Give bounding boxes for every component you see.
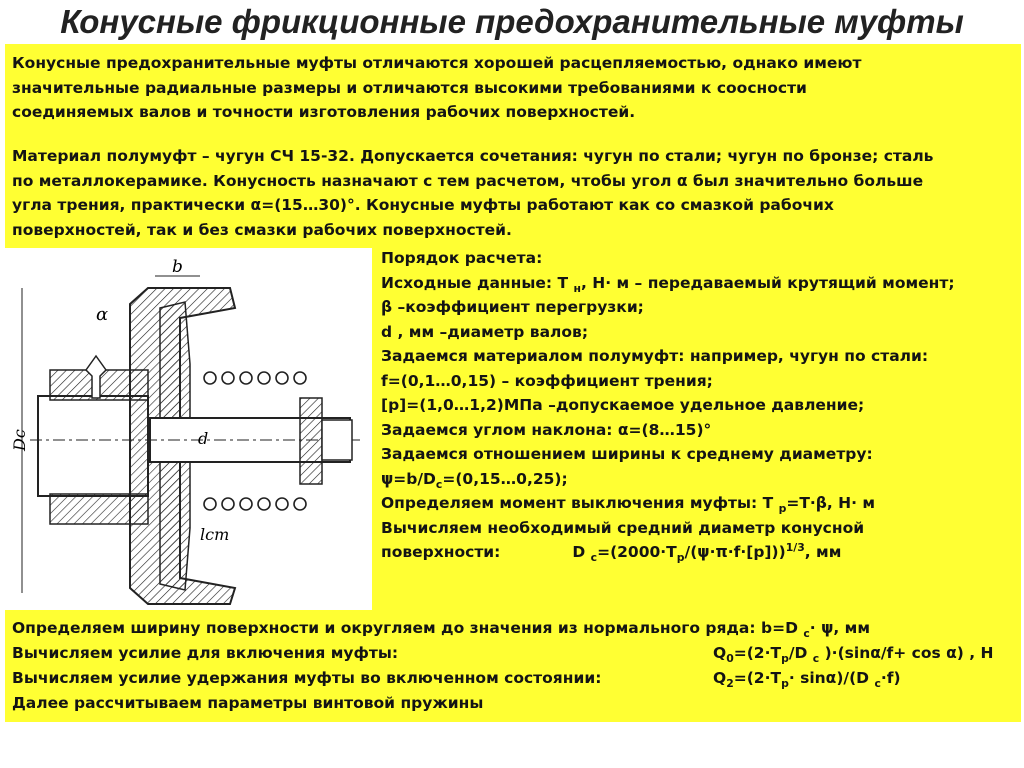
text-line: Определяем момент выключения муфты: Т р=… (381, 494, 876, 516)
grease-nipple (85, 354, 107, 399)
text-line: Исходные данные: Т н, Н· м – передаваемы… (381, 273, 955, 295)
text-line: Конусные предохранительные муфты отличаю… (12, 54, 862, 72)
spring-bottom (203, 497, 307, 511)
text-line: Порядок расчета: (381, 249, 543, 267)
intro-panel (5, 44, 1021, 248)
nut (299, 397, 323, 485)
bottom-line-4: Далее рассчитываем параметры винтовой пр… (12, 694, 484, 712)
text-line: соединяемых валов и точности изготовлени… (12, 103, 636, 121)
text-line: f=(0,1…0,15) – коэффициент трения; (381, 371, 713, 390)
text-line: Задаемся углом наклона: α=(8…15)° (381, 420, 712, 439)
text-line: β –коэффициент перегрузки; (381, 298, 644, 316)
bottom-panel (5, 610, 1021, 722)
bottom-line-2: Вычисляем усилие для включения муфты: (12, 644, 399, 662)
intro-paragraph-2: Материал полумуфт – чугун СЧ 15-32. Допу… (12, 144, 934, 242)
text-line: Материал полумуфт – чугун СЧ 15-32. Допу… (12, 147, 934, 165)
formula-q0: Q0=(2·Tp/D c )·(sinα/f+ cos α) , Н (713, 644, 994, 666)
bottom-line-1: Определяем ширину поверхности и округляе… (12, 619, 870, 641)
text-line: Задаемся отношением ширины к среднему ди… (381, 445, 873, 463)
text-line: угла трения, практически α=(15…30)°. Кон… (12, 196, 834, 214)
text-line: ψ=b/Dc=(0,15…0,25); (381, 469, 568, 491)
spring-top (203, 371, 307, 385)
calc-panel (372, 244, 1021, 614)
text-line: поверхности:D c=(2000·Tp/(ψ·π·f·[p]))1/3… (381, 540, 842, 565)
text-line: [p]=(1,0…1,2)МПа –допускаемое удельное д… (381, 396, 865, 414)
label-dc: Dc (10, 429, 29, 452)
text-line: поверхностей, так и без смазки рабочих п… (12, 220, 512, 239)
text-line: Вычисляем необходимый средний диаметр ко… (381, 518, 865, 537)
text-line: значительные радиальные размеры и отлича… (12, 78, 807, 97)
label-b: b (172, 257, 183, 277)
bottom-line-3: Вычисляем усилие удержания муфты во вклю… (12, 669, 602, 687)
label-d: d (198, 429, 208, 448)
page-title: Конусные фрикционные предохранительные м… (60, 3, 964, 40)
text-line: d , мм –диаметр валов; (381, 322, 589, 341)
label-alpha: α (96, 304, 108, 325)
coupling-section-svg: Dc b α d lст (10, 257, 360, 605)
coupling-drawing: Dc b α d lст (10, 248, 372, 610)
shaft-end (321, 419, 353, 461)
text-line: по металлокерамике. Конусность назначают… (12, 171, 924, 190)
formula-q2: Q2=(2·Tp· sinα)/(D c·f) (713, 669, 901, 691)
label-lst: lст (200, 525, 229, 544)
text-line: Задаемся материалом полумуфт: например, … (381, 347, 929, 365)
calc-steps: Порядок расчета: Исходные данные: Т н, Н… (381, 246, 955, 565)
intro-paragraph-1: Конусные предохранительные муфты отличаю… (12, 51, 861, 125)
